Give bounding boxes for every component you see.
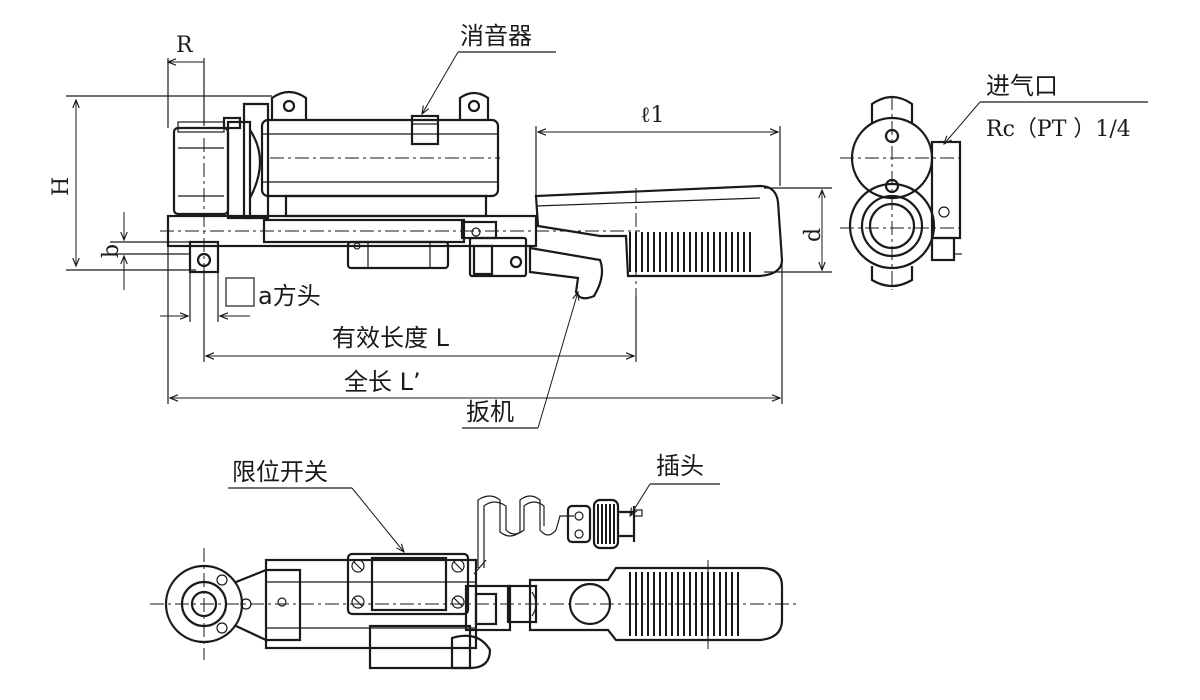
drive-shaft xyxy=(166,214,538,274)
grip-ribs xyxy=(629,232,751,272)
dim-label-d: d xyxy=(801,228,826,242)
label-plug: 插头 xyxy=(656,452,704,480)
square-drive-symbol xyxy=(225,277,255,307)
label-silencer: 消音器 xyxy=(460,22,532,50)
label-effective-length: 有效长度 L xyxy=(332,324,450,352)
label-overall-length: 全长 L’ xyxy=(344,368,421,396)
silencer-part xyxy=(410,114,440,146)
trigger-lever xyxy=(528,246,604,300)
trigger-block xyxy=(468,236,604,300)
cord xyxy=(477,495,574,568)
end-view: 进气口 Rc（PT ）1/4 xyxy=(840,72,1148,290)
dim-label-b: b xyxy=(99,244,124,258)
side-view: R H b a方头 ℓ1 d 有效长度 L xyxy=(49,22,832,429)
dim-label-r: R xyxy=(176,33,194,58)
ratchet-head xyxy=(172,116,261,220)
motor-housing xyxy=(242,90,500,220)
label-trigger: 扳机 xyxy=(466,398,514,426)
grip-ribs-bottom xyxy=(629,572,739,636)
dim-label-h: H xyxy=(49,177,74,196)
dim-label-l1: ℓ1 xyxy=(640,103,665,128)
label-limit-switch: 限位开关 xyxy=(232,458,328,486)
label-square-drive: a方头 xyxy=(258,282,321,310)
label-air-inlet: 进气口 xyxy=(986,72,1058,100)
limit-switch-part xyxy=(346,552,470,616)
label-thread: Rc（PT ）1/4 xyxy=(986,117,1131,142)
handle xyxy=(534,184,784,278)
plug-part xyxy=(592,498,620,550)
bottom-view: 限位开关 插头 xyxy=(150,452,800,670)
